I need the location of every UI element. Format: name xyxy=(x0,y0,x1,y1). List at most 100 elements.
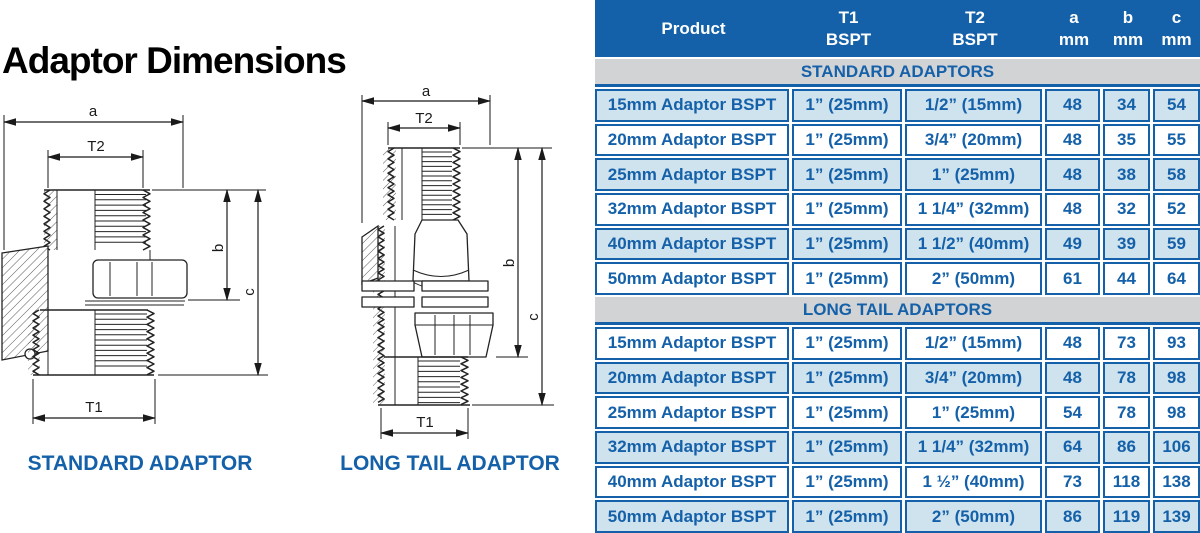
cell-b: 78 xyxy=(1103,396,1150,430)
cell-t2: 1 ½” (40mm) xyxy=(905,465,1042,499)
cell-t1: 1” (25mm) xyxy=(792,431,902,464)
cell-a: 48 xyxy=(1045,193,1100,226)
cell-product: 25mm Adaptor BSPT xyxy=(595,396,789,430)
dim-label-t1: T1 xyxy=(416,414,434,431)
table-header-row: Product T1 BSPT T2 BSPT a mm b mm c mm xyxy=(595,0,1200,57)
cell-b: 38 xyxy=(1103,158,1150,192)
cell-product: 20mm Adaptor BSPT xyxy=(595,361,789,395)
long-tail-adaptor-caption: LONG TAIL ADAPTOR xyxy=(340,452,560,475)
cell-b: 44 xyxy=(1103,262,1150,296)
cell-b: 35 xyxy=(1103,123,1150,157)
dim-label-a: a xyxy=(422,85,431,100)
cell-b: 86 xyxy=(1103,431,1150,464)
cell-product: 15mm Adaptor BSPT xyxy=(595,89,789,122)
cell-c: 58 xyxy=(1153,158,1200,192)
cell-a: 61 xyxy=(1045,262,1100,296)
cell-product: 25mm Adaptor BSPT xyxy=(595,158,789,192)
cell-c: 98 xyxy=(1153,396,1200,430)
header-t2: T2 BSPT xyxy=(952,8,998,49)
table-row: 40mm Adaptor BSPT 1” (25mm) 1 1/2” (40mm… xyxy=(595,227,1200,261)
dim-label-c: c xyxy=(241,288,258,296)
cell-t1: 1” (25mm) xyxy=(792,89,902,122)
cell-product: 50mm Adaptor BSPT xyxy=(595,500,789,533)
page-title: Adaptor Dimensions xyxy=(2,40,347,81)
section-header: STANDARD ADAPTORS xyxy=(595,59,1200,87)
cell-c: 93 xyxy=(1153,327,1200,360)
cell-c: 138 xyxy=(1153,465,1200,499)
cell-t2: 2” (50mm) xyxy=(905,500,1042,533)
table-row: 20mm Adaptor BSPT 1” (25mm) 3/4” (20mm) … xyxy=(595,123,1200,157)
cell-c: 52 xyxy=(1153,193,1200,226)
cell-t1: 1” (25mm) xyxy=(792,158,902,192)
cell-b: 32 xyxy=(1103,193,1150,226)
dim-label-t2: T2 xyxy=(87,138,105,155)
cell-a: 48 xyxy=(1045,327,1100,360)
cell-product: 32mm Adaptor BSPT xyxy=(595,431,789,464)
cell-c: 64 xyxy=(1153,262,1200,296)
cell-b: 119 xyxy=(1103,500,1150,533)
header-c: c mm xyxy=(1161,8,1192,49)
cell-a: 86 xyxy=(1045,500,1100,533)
table-row: 32mm Adaptor BSPT 1” (25mm) 1 1/4” (32mm… xyxy=(595,431,1200,464)
dim-label-t1: T1 xyxy=(85,399,103,416)
standard-adaptor-drawing: a T2 b c T1 xyxy=(1,103,268,424)
cell-b: 118 xyxy=(1103,465,1150,499)
dim-label-b: b xyxy=(501,259,518,267)
cell-t2: 1 1/2” (40mm) xyxy=(905,227,1042,261)
cell-c: 106 xyxy=(1153,431,1200,464)
cell-a: 48 xyxy=(1045,89,1100,122)
table-row: 20mm Adaptor BSPT 1” (25mm) 3/4” (20mm) … xyxy=(595,361,1200,395)
cell-b: 73 xyxy=(1103,327,1150,360)
cell-t2: 1 1/4” (32mm) xyxy=(905,193,1042,226)
cell-t1: 1” (25mm) xyxy=(792,227,902,261)
table-row: 50mm Adaptor BSPT 1” (25mm) 2” (50mm) 86… xyxy=(595,500,1200,533)
table-row: 50mm Adaptor BSPT 1” (25mm) 2” (50mm) 61… xyxy=(595,262,1200,296)
cell-product: 20mm Adaptor BSPT xyxy=(595,123,789,157)
cell-c: 98 xyxy=(1153,361,1200,395)
cell-t1: 1” (25mm) xyxy=(792,361,902,395)
cell-product: 15mm Adaptor BSPT xyxy=(595,327,789,360)
cell-t1: 1” (25mm) xyxy=(792,193,902,226)
table-row: 32mm Adaptor BSPT 1” (25mm) 1 1/4” (32mm… xyxy=(595,193,1200,226)
cell-c: 59 xyxy=(1153,227,1200,261)
dim-label-a: a xyxy=(89,103,98,120)
section-title: LONG TAIL ADAPTORS xyxy=(802,299,993,319)
cell-a: 73 xyxy=(1045,465,1100,499)
cell-a: 48 xyxy=(1045,361,1100,395)
dim-label-c: c xyxy=(525,313,542,321)
cell-t2: 1” (25mm) xyxy=(905,158,1042,192)
cell-t2: 1 1/4” (32mm) xyxy=(905,431,1042,464)
header-b: b mm xyxy=(1112,8,1144,49)
cell-a: 48 xyxy=(1045,123,1100,157)
cell-a: 49 xyxy=(1045,227,1100,261)
cell-product: 50mm Adaptor BSPT xyxy=(595,262,789,296)
cell-a: 54 xyxy=(1045,396,1100,430)
cell-product: 40mm Adaptor BSPT xyxy=(595,465,789,499)
cell-b: 78 xyxy=(1103,361,1150,395)
cell-b: 39 xyxy=(1103,227,1150,261)
table-row: 15mm Adaptor BSPT 1” (25mm) 1/2” (15mm) … xyxy=(595,89,1200,122)
cell-a: 48 xyxy=(1045,158,1100,192)
cell-c: 139 xyxy=(1153,500,1200,533)
cell-product: 40mm Adaptor BSPT xyxy=(595,227,789,261)
cell-t1: 1” (25mm) xyxy=(792,396,902,430)
cell-t2: 3/4” (20mm) xyxy=(905,361,1042,395)
cell-t2: 1” (25mm) xyxy=(905,396,1042,430)
table-row: 40mm Adaptor BSPT 1” (25mm) 1 ½” (40mm) … xyxy=(595,465,1200,499)
cell-t1: 1” (25mm) xyxy=(792,262,902,296)
long-tail-adaptor-drawing: a T2 b c T1 xyxy=(360,85,554,439)
cell-t2: 3/4” (20mm) xyxy=(905,123,1042,157)
table-row: 25mm Adaptor BSPT 1” (25mm) 1” (25mm) 48… xyxy=(595,158,1200,192)
header-product: Product xyxy=(661,18,726,38)
cell-c: 54 xyxy=(1153,89,1200,122)
section-title: STANDARD ADAPTORS xyxy=(800,61,995,81)
cell-t1: 1” (25mm) xyxy=(792,465,902,499)
cell-a: 64 xyxy=(1045,431,1100,464)
cell-t1: 1” (25mm) xyxy=(792,123,902,157)
header-a: a mm xyxy=(1058,8,1090,49)
cell-t1: 1” (25mm) xyxy=(792,327,902,360)
cell-t1: 1” (25mm) xyxy=(792,500,902,533)
header-t1: T1 BSPT xyxy=(825,8,872,49)
cell-t2: 2” (50mm) xyxy=(905,262,1042,296)
cell-t2: 1/2” (15mm) xyxy=(905,89,1042,122)
